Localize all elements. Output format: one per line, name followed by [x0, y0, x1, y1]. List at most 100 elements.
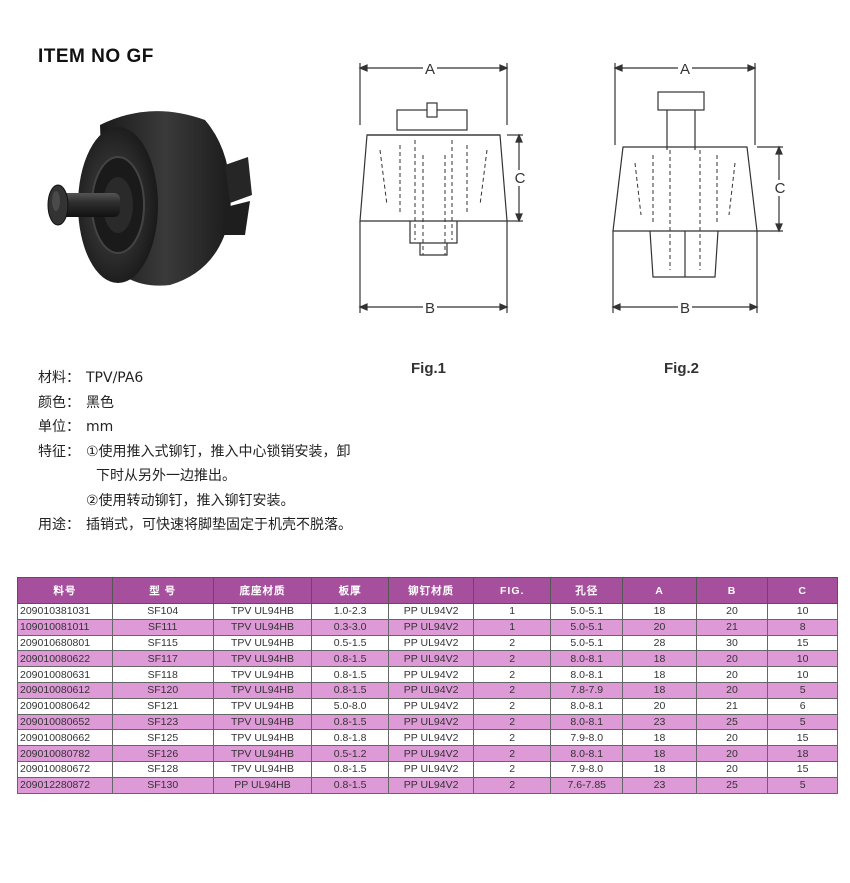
fig2-drawing: A B C	[611, 60, 787, 317]
col-part-no-header: 料号	[17, 577, 113, 604]
col-fig-header: FIG.	[473, 577, 552, 604]
col-model-header: 型 号	[111, 577, 214, 604]
material-value: TPV/PA6	[86, 370, 144, 386]
col-hole-dia-cell: 8.0-8.1	[550, 745, 624, 762]
color-label: 颜色：	[38, 394, 80, 411]
col-rivet-material-cell: PP UL94V2	[387, 650, 475, 668]
col-model-cell: SF118	[111, 666, 214, 683]
col-c-cell: 15	[767, 729, 838, 747]
col-base-material-cell: TPV UL94HB	[212, 697, 313, 715]
col-c-cell: 8	[767, 618, 838, 636]
col-a-cell: 18	[622, 666, 697, 683]
col-b-header: B	[695, 577, 769, 604]
fig2-dim-a: A	[680, 61, 690, 78]
col-model-cell: SF117	[111, 650, 214, 668]
col-part-no-cell: 109010081011	[17, 618, 113, 636]
col-base-material-cell: PP UL94HB	[212, 776, 313, 794]
fig1-dim-c: C	[515, 170, 525, 187]
col-fig-cell: 2	[473, 713, 552, 731]
col-c-cell: 5	[767, 776, 838, 794]
fig2-caption: Fig.2	[664, 360, 700, 377]
col-hole-dia-cell: 8.0-8.1	[550, 650, 624, 668]
feature-1a: ①使用推入式铆钉，推入中心锁销安装，卸	[86, 443, 351, 460]
col-thickness-cell: 0.5-1.5	[311, 634, 389, 652]
col-c-cell: 10	[767, 666, 838, 683]
col-hole-dia-cell: 5.0-5.1	[550, 634, 624, 652]
fig1-dim-b: B	[425, 300, 435, 317]
col-a-cell: 18	[622, 729, 697, 747]
col-part-no-cell: 209010080782	[17, 745, 113, 762]
col-a-header: A	[622, 577, 697, 604]
fig2-dim-c: C	[775, 180, 786, 197]
col-a-cell: 23	[622, 713, 697, 731]
col-base-material-cell: TPV UL94HB	[212, 760, 313, 778]
col-thickness-cell: 0.8-1.8	[311, 729, 389, 747]
col-model-cell: SF121	[111, 697, 214, 715]
col-fig-cell: 2	[473, 666, 552, 683]
col-c-cell: 15	[767, 634, 838, 652]
col-c-header: C	[767, 577, 838, 604]
material-row: 材料： TPV/PA6	[38, 366, 352, 391]
col-fig-cell: 2	[473, 650, 552, 668]
col-base-material-header: 底座材质	[212, 577, 313, 604]
col-c-cell: 6	[767, 697, 838, 715]
col-thickness-cell: 0.3-3.0	[311, 618, 389, 636]
col-model-cell: SF104	[111, 603, 214, 620]
col-hole-dia-cell: 7.9-8.0	[550, 760, 624, 778]
col-part-no-cell: 209010080642	[17, 697, 113, 715]
col-c-cell: 10	[767, 650, 838, 668]
col-fig-cell: 1	[473, 603, 552, 620]
col-hole-dia-cell: 7.8-7.9	[550, 681, 624, 699]
col-b-cell: 20	[695, 745, 769, 762]
color-row: 颜色： 黑色	[38, 391, 352, 416]
col-fig-cell: 2	[473, 681, 552, 699]
col-a-cell: 18	[622, 760, 697, 778]
col-base-material-cell: TPV UL94HB	[212, 713, 313, 731]
col-b-cell: 20	[695, 650, 769, 668]
col-base-material-cell: TPV UL94HB	[212, 729, 313, 747]
col-base-material-cell: TPV UL94HB	[212, 650, 313, 668]
col-fig-cell: 2	[473, 634, 552, 652]
col-a-cell: 23	[622, 776, 697, 794]
col-c-cell: 18	[767, 745, 838, 762]
col-a-cell: 28	[622, 634, 697, 652]
col-rivet-material-cell: PP UL94V2	[387, 634, 475, 652]
col-thickness-cell: 0.8-1.5	[311, 681, 389, 699]
col-model-cell: SF126	[111, 745, 214, 762]
col-hole-dia-cell: 5.0-5.1	[550, 618, 624, 636]
col-base-material-cell: TPV UL94HB	[212, 603, 313, 620]
usage-label: 用途：	[38, 517, 80, 533]
usage-row: 用途： 插销式，可快速将脚垫固定于机壳不脱落。	[38, 513, 352, 538]
col-fig-cell: 2	[473, 729, 552, 747]
material-label: 材料：	[38, 370, 80, 386]
col-part-no-cell: 209010680801	[17, 634, 113, 652]
col-model-cell: SF111	[111, 618, 214, 636]
col-b-cell: 20	[695, 681, 769, 699]
col-part-no-cell: 209010080672	[17, 760, 113, 778]
col-b-cell: 20	[695, 603, 769, 620]
fig1-drawing: A B C	[358, 60, 525, 317]
col-model-cell: SF123	[111, 713, 214, 731]
col-rivet-material-cell: PP UL94V2	[387, 666, 475, 683]
col-model-cell: SF115	[111, 634, 214, 652]
col-b-cell: 20	[695, 729, 769, 747]
col-a-cell: 18	[622, 603, 697, 620]
unit-row: 单位： mm	[38, 415, 352, 440]
col-b-cell: 21	[695, 697, 769, 715]
col-part-no-cell: 209010080662	[17, 729, 113, 747]
col-hole-dia-header: 孔径	[550, 577, 624, 604]
page-title: ITEM NO GF	[38, 46, 154, 67]
col-part-no-cell: 209010080612	[17, 681, 113, 699]
col-rivet-material-cell: PP UL94V2	[387, 760, 475, 778]
col-thickness-cell: 0.8-1.5	[311, 776, 389, 794]
col-hole-dia-cell: 8.0-8.1	[550, 666, 624, 683]
